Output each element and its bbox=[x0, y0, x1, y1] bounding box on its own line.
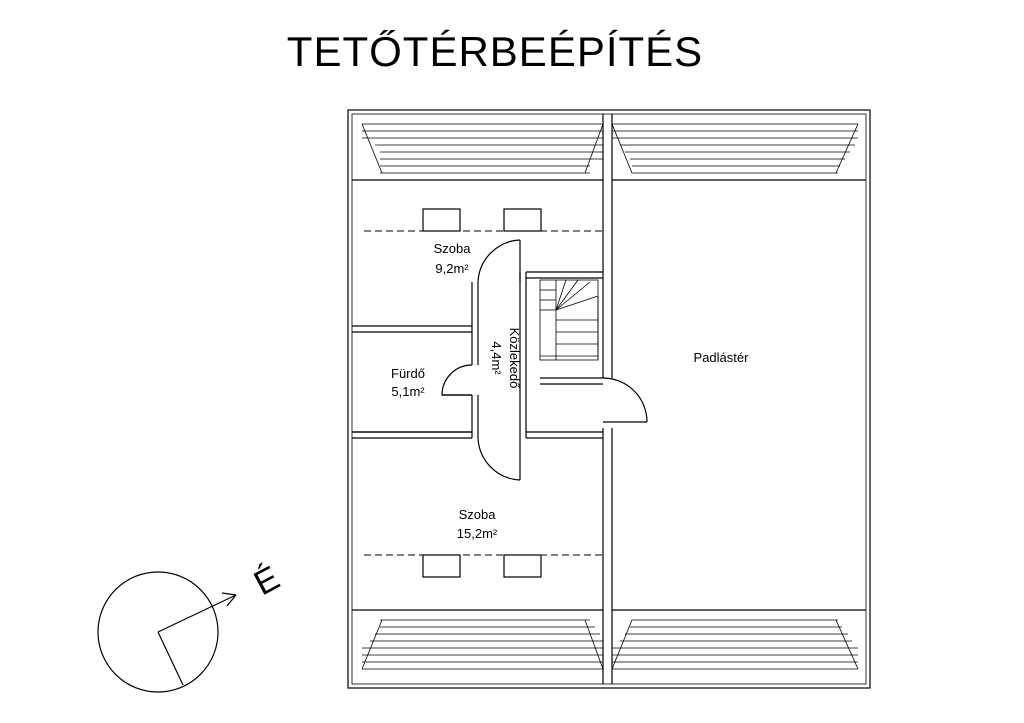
room-name-furdo: Fürdő bbox=[391, 366, 425, 381]
door-attic bbox=[602, 377, 648, 423]
room-area-szoba-bottom: 15,2m² bbox=[457, 526, 498, 541]
room-area-szoba-top: 9,2m² bbox=[435, 261, 469, 276]
skylights-top bbox=[364, 208, 603, 232]
room-name-kozlekedo: Közlekedő bbox=[507, 328, 522, 389]
staircase bbox=[539, 279, 599, 361]
room-area-kozlekedo: 4,4m² bbox=[489, 341, 504, 375]
outer-walls bbox=[347, 109, 871, 689]
roof-window-bottom-left bbox=[352, 609, 604, 670]
attic-partition-wall bbox=[602, 114, 613, 684]
room-name-szoba-top: Szoba bbox=[434, 241, 472, 256]
room-area-furdo: 5,1m² bbox=[391, 384, 425, 399]
interior-walls bbox=[352, 271, 603, 439]
door-top-room bbox=[477, 239, 521, 283]
plan-title: TETŐTÉRBEÉPÍTÉS bbox=[286, 28, 704, 75]
room-name-padlaster: Padlástér bbox=[694, 350, 750, 365]
north-compass: É bbox=[97, 559, 286, 693]
roof-window-bottom-right bbox=[611, 609, 866, 670]
skylights-bottom bbox=[364, 554, 603, 578]
roof-window-top-right bbox=[611, 123, 866, 181]
roof-window-top-left bbox=[352, 123, 604, 181]
door-bottom-room bbox=[477, 437, 521, 481]
room-name-szoba-bottom: Szoba bbox=[459, 507, 497, 522]
north-label: É bbox=[248, 559, 286, 603]
door-bathroom bbox=[441, 364, 473, 396]
